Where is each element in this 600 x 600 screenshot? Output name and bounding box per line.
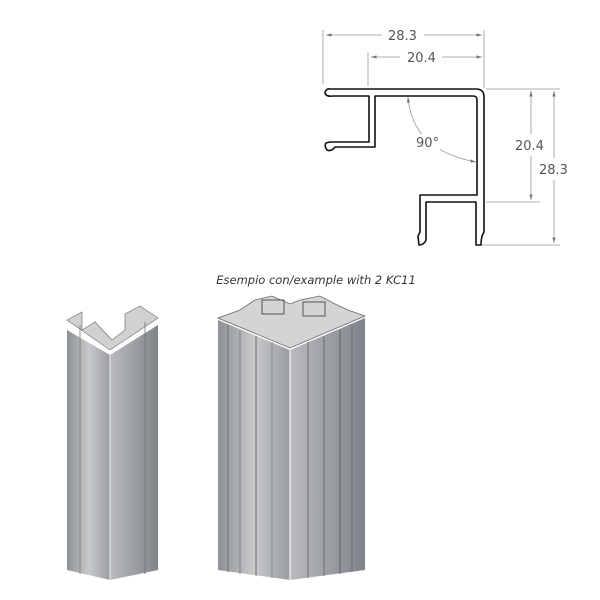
example-caption: Esempio con/example with 2 KC11 [216,273,416,287]
profile-render-assembly [216,295,367,580]
dim-width-total: 28.3 [388,29,417,44]
angle-label: 90° [416,136,439,151]
profile-render-single [66,305,159,580]
dimension-lines [322,30,560,246]
dim-width-inner: 20.4 [407,51,436,66]
profile-section [324,88,485,246]
dim-height-total: 28.3 [539,163,568,178]
angle-indicator: 90° [406,96,477,163]
dim-height-inner: 20.4 [515,139,544,154]
